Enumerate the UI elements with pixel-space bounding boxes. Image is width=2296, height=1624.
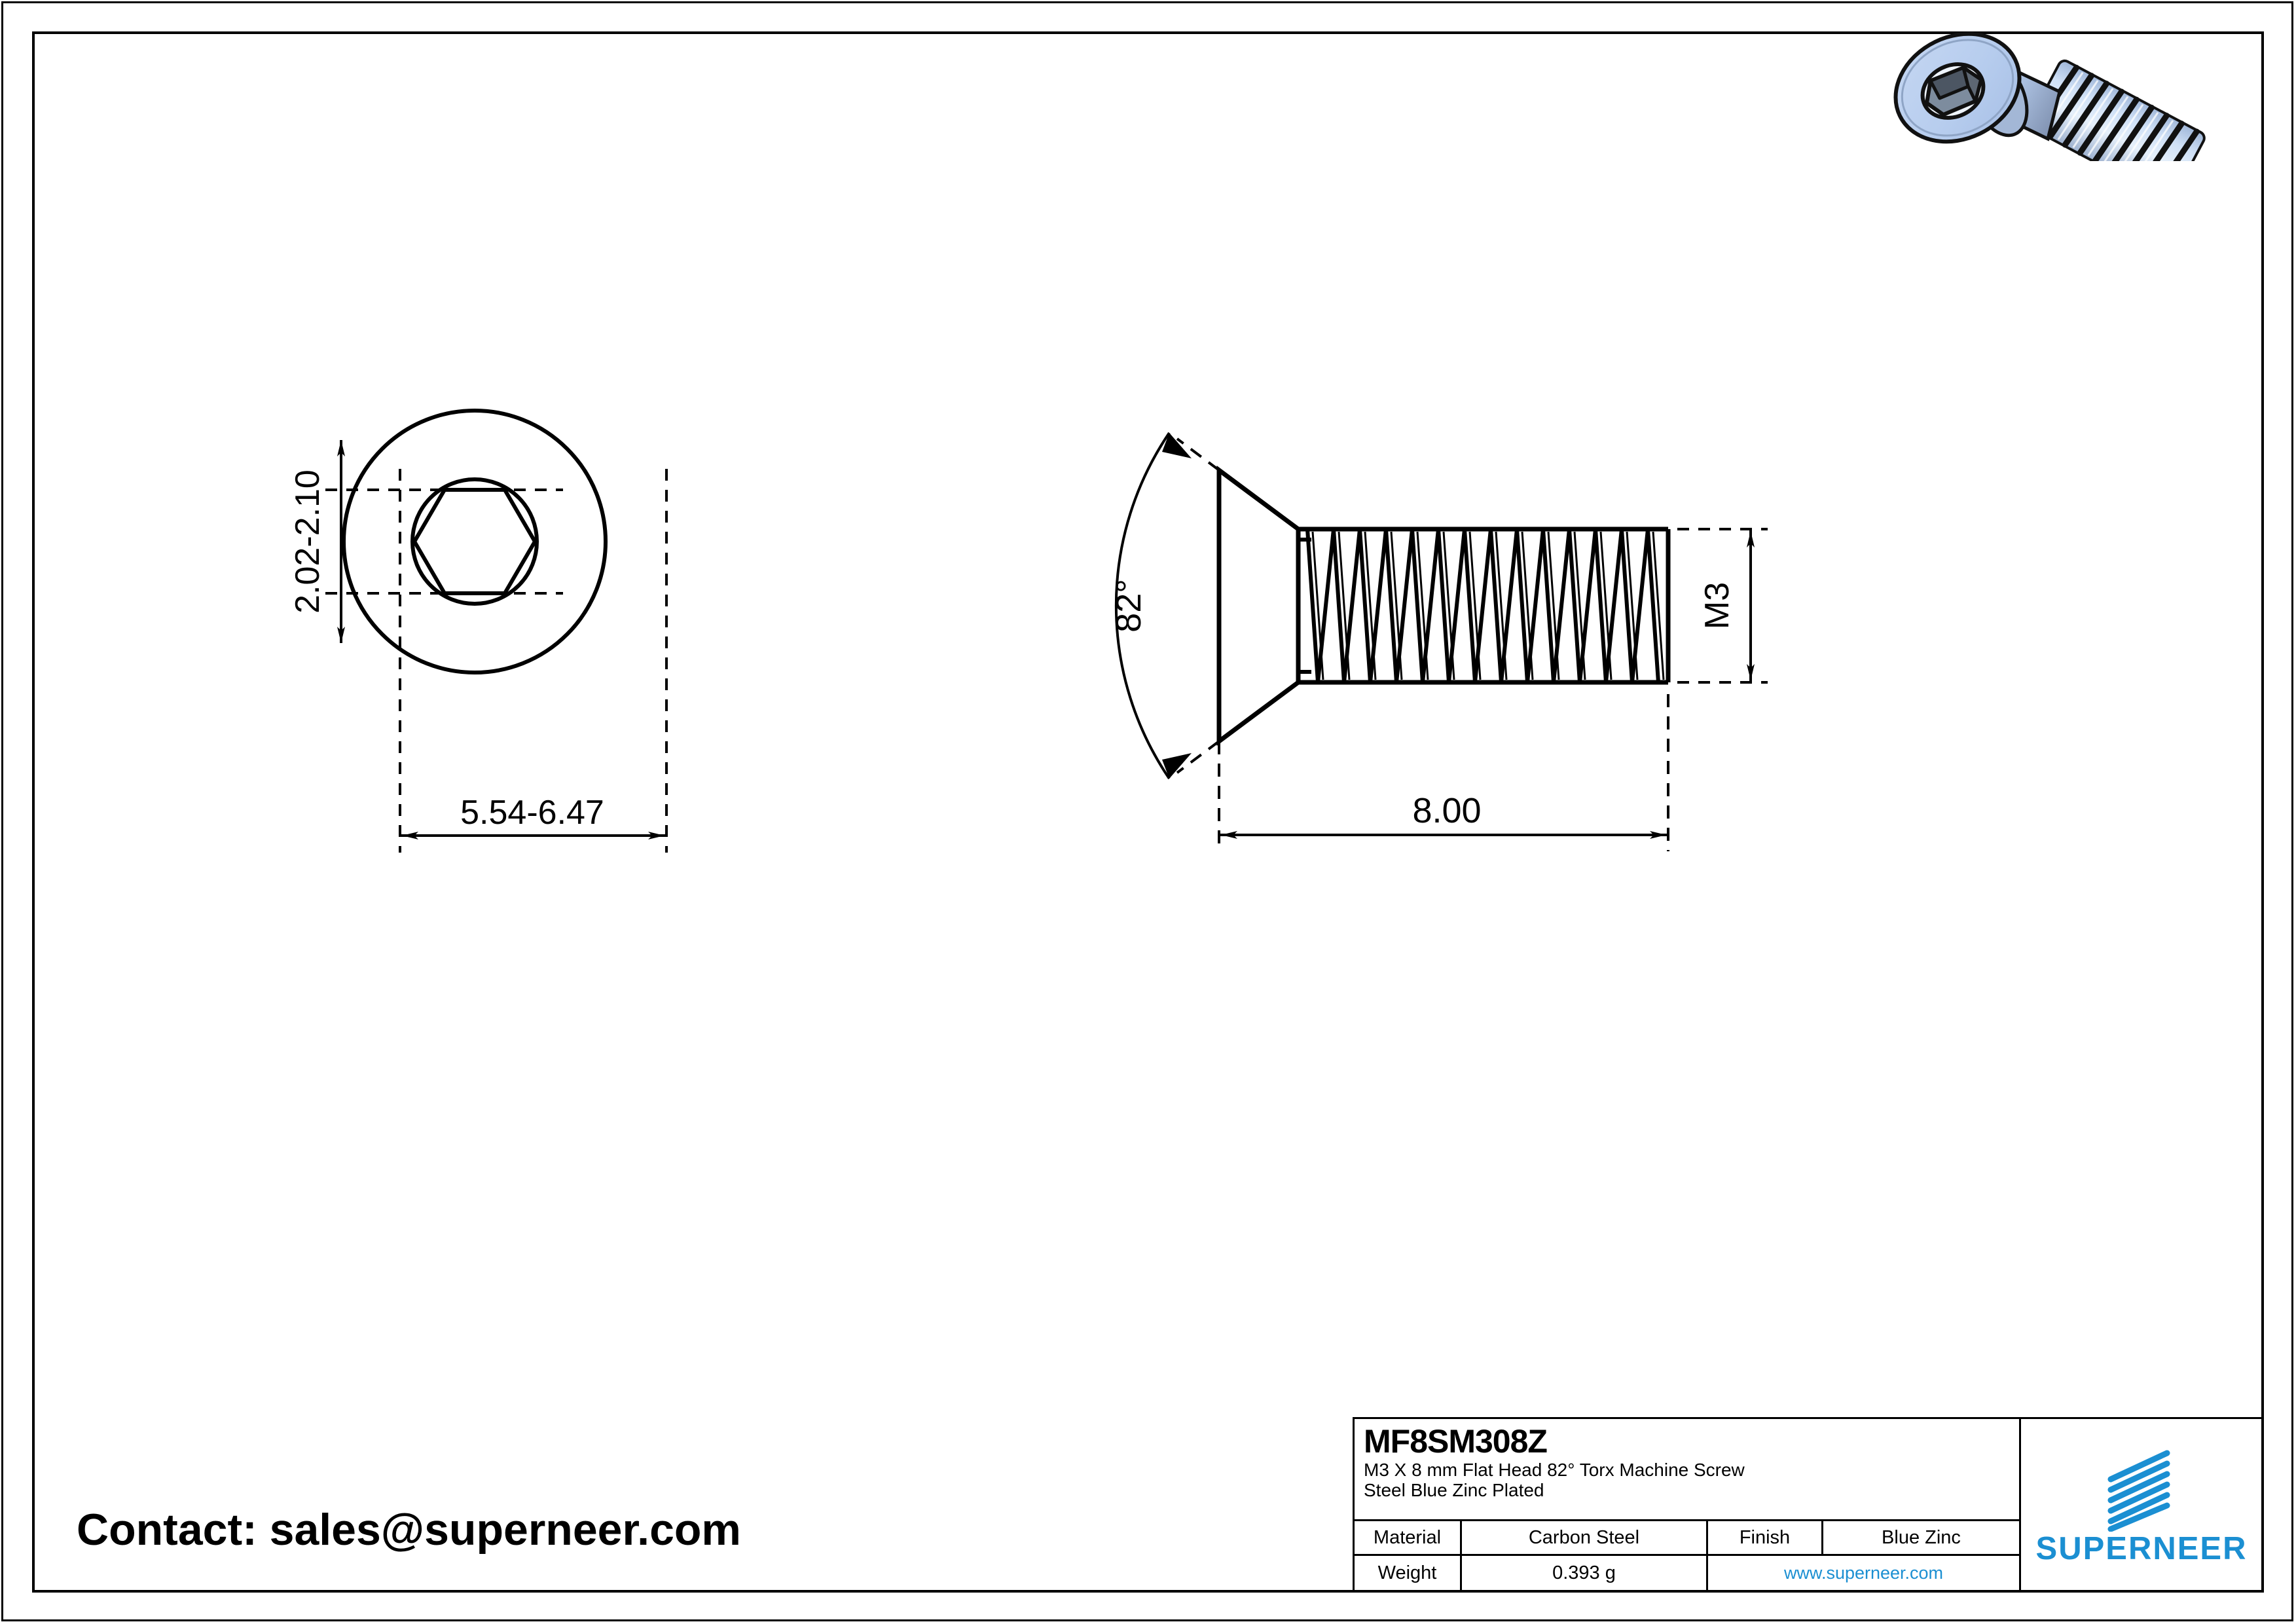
sheet-inner-border [32, 31, 2264, 1593]
dim-screw-length: 8.00 [1218, 694, 1669, 851]
dim-thread-diameter-label: M3 [1698, 582, 1736, 629]
contact-text: Contact: sales@superneer.com [77, 1505, 741, 1555]
render-thread-shank [2027, 59, 2206, 161]
thread-inner-lines [1311, 531, 1665, 680]
finish-value: Blue Zinc [1882, 1526, 1961, 1548]
thread-profile [1298, 528, 1660, 683]
dim-head-diameter-label: 5.54-6.47 [460, 794, 604, 832]
material-row: Material Carbon Steel Finish Blue Zinc [1355, 1521, 2019, 1557]
length-extension-lines [1218, 694, 1669, 851]
dim-head-angle-label: 82° [1109, 579, 1148, 633]
website-link[interactable]: www.superneer.com [1783, 1563, 1944, 1583]
description-line-2: Steel Blue Zinc Plated [1364, 1480, 1544, 1500]
socket-extension-lines [325, 489, 563, 595]
material-value: Carbon Steel [1462, 1521, 1708, 1555]
angle-arrow-bottom [1162, 753, 1192, 779]
title-block-info: MF8SM308Z M3 X 8 mm Flat Head 82° Torx M… [1355, 1419, 2021, 1591]
angle-arc [1114, 432, 1171, 780]
top-view-group: 2.02-2.10 5.54-6.47 [289, 409, 668, 853]
finish-label: Finish [1708, 1521, 1823, 1555]
dim-socket-size-label: 2.02-2.10 [289, 470, 327, 614]
material-label: Material [1355, 1521, 1462, 1555]
weight-value: 0.393 g [1462, 1556, 1708, 1591]
weight-label: Weight [1355, 1556, 1462, 1591]
brand-name: SUPERNEER [2035, 1531, 2248, 1566]
description-line-1: M3 X 8 mm Flat Head 82° Torx Machine Scr… [1364, 1460, 1745, 1480]
angle-arrow-top [1162, 433, 1192, 458]
head-outer-circle [342, 409, 608, 674]
dim-screw-length-label: 8.00 [1412, 791, 1481, 830]
hex-socket-outline [412, 488, 538, 595]
isometric-render-screw [1893, 31, 2206, 161]
angle-extension-lines [1176, 437, 1220, 774]
title-block: MF8SM308Z M3 X 8 mm Flat Head 82° Torx M… [1353, 1417, 2264, 1593]
dim-head-diameter: 5.54-6.47 [400, 794, 666, 840]
side-view-group: 82° M3 [1109, 432, 1768, 851]
countersunk-head-profile [1216, 466, 1301, 746]
dim-socket-size: 2.02-2.10 [289, 440, 345, 643]
superneer-logo-icon [2107, 1450, 2170, 1532]
weight-row: Weight 0.393 g www.superneer.com [1355, 1556, 2019, 1591]
head-diameter-extension-lines [399, 469, 668, 853]
dim-head-angle: 82° [1109, 432, 1220, 780]
part-number: MF8SM308Z [1364, 1423, 1548, 1460]
socket-circle [410, 477, 539, 606]
dim-thread-diameter: M3 [1656, 528, 1768, 684]
brand-logo: SUPERNEER [2021, 1419, 2262, 1591]
title-block-description: MF8SM308Z M3 X 8 mm Flat Head 82° Torx M… [1355, 1419, 2019, 1522]
render-hex-socket [1920, 62, 1986, 120]
m3-extension-lines [1656, 528, 1768, 684]
